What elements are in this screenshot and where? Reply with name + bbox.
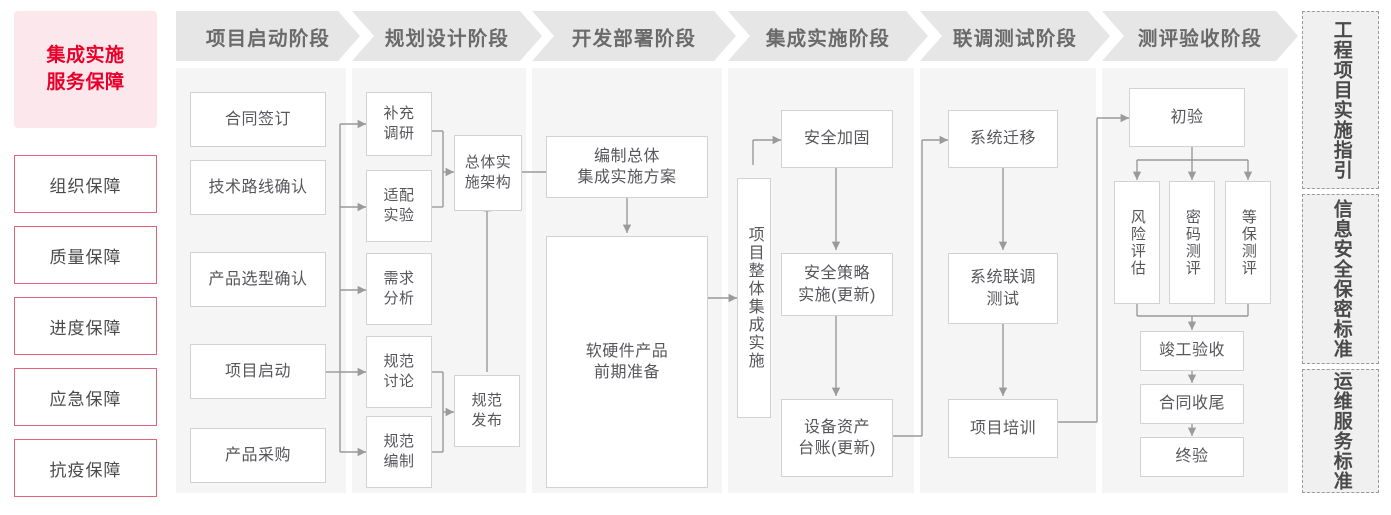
node-preliminary-acceptance-label: 初验 [1170,108,1204,126]
node-requirement-analysis[interactable]: 需求 分析 [366,253,432,325]
node-risk-assessment[interactable]: 风险评估 [1114,181,1160,304]
node-supplementary-research[interactable]: 补充 调研 [366,92,432,156]
node-requirement-analysis-label: 需求 分析 [383,270,415,307]
stage-header-acceptance-label: 测评验收阶段 [1137,27,1263,50]
node-spec-discussion-label: 规范 讨论 [383,353,415,390]
stage-header-planning-label: 规划设计阶段 [384,27,510,50]
stage-header-integration-label: 集成实施阶段 [765,27,891,50]
stage-header-initiation[interactable]: 项目启动阶段 [176,11,360,61]
node-classified-protection-evaluation-label: 等保测评 [1239,208,1257,277]
node-contract-closeout-label: 合同收尾 [1158,395,1225,413]
guarantee-item-0[interactable]: 组织保障 [14,155,157,213]
node-project-training-label: 项目培训 [969,419,1036,437]
node-risk-assessment-label: 风险评估 [1128,208,1146,277]
standard-panel-infosec-standard-label: 信息安全保密标准 [1330,199,1352,359]
node-project-kickoff-label: 项目启动 [224,362,291,380]
node-product-procurement-label: 产品采购 [224,446,291,464]
guarantee-item-1-label: 质量保障 [49,247,122,267]
guarantee-item-3[interactable]: 应急保障 [14,368,157,426]
node-spec-release-label: 规范 发布 [471,392,503,429]
node-security-hardening[interactable]: 安全加固 [781,110,893,168]
node-cryptography-evaluation-label: 密码测评 [1183,208,1201,277]
node-system-migration-label: 系统迁移 [969,130,1036,148]
node-preliminary-acceptance[interactable]: 初验 [1129,88,1245,147]
standard-panel-ops-service-standard[interactable]: 运维服务标准 [1302,369,1379,493]
node-security-policy-implementation-label: 安全策略 实施(更新) [798,265,876,304]
node-contract-signing[interactable]: 合同签订 [190,92,326,147]
stage-header-initiation-label: 项目启动阶段 [205,27,331,50]
guarantee-item-2[interactable]: 进度保障 [14,297,157,355]
node-adaptation-experiment[interactable]: 适配 实验 [366,170,432,242]
stage-header-development[interactable]: 开发部署阶段 [532,11,736,61]
standard-panel-engineering-guide-label: 工程项目实施指引 [1330,20,1352,180]
node-product-selection-confirm-label: 产品选型确认 [208,270,308,288]
stage-header-integration[interactable]: 集成实施阶段 [728,11,928,61]
stage-header-planning[interactable]: 规划设计阶段 [352,11,542,61]
node-product-selection-confirm[interactable]: 产品选型确认 [190,252,326,307]
node-final-acceptance[interactable]: 终验 [1140,437,1244,477]
guarantee-title-card: 集成实施 服务保障 [14,11,157,128]
node-contract-signing-label: 合同签订 [224,110,291,128]
stage-header-acceptance[interactable]: 测评验收阶段 [1102,11,1298,61]
stage-header-joint-test-label: 联调测试阶段 [952,27,1078,50]
node-project-training[interactable]: 项目培训 [948,399,1058,458]
node-adaptation-experiment-label: 适配 实验 [383,187,415,224]
standard-panel-ops-service-standard-label: 运维服务标准 [1330,371,1352,491]
node-spec-release[interactable]: 规范 发布 [454,375,520,447]
node-final-acceptance-label: 终验 [1175,448,1209,466]
node-system-migration[interactable]: 系统迁移 [948,110,1058,168]
stage-header-development-label: 开发部署阶段 [571,27,697,50]
node-project-kickoff[interactable]: 项目启动 [190,344,326,399]
stage-header-joint-test[interactable]: 联调测试阶段 [920,11,1110,61]
guarantee-title-text: 集成实施 服务保障 [46,44,125,93]
guarantee-item-1[interactable]: 质量保障 [14,226,157,284]
node-tech-route-confirm[interactable]: 技术路线确认 [190,160,326,215]
node-spec-drafting[interactable]: 规范 编制 [366,416,432,488]
node-hw-sw-preparation[interactable]: 软硬件产品 前期准备 [546,236,708,488]
node-supplementary-research-label: 补充 调研 [383,105,415,142]
node-spec-drafting-label: 规范 编制 [383,433,415,470]
node-tech-route-confirm-label: 技术路线确认 [208,178,308,196]
node-equipment-asset-ledger[interactable]: 设备资产 台账(更新) [781,399,893,477]
node-completion-acceptance[interactable]: 竣工验收 [1140,331,1244,371]
node-overall-project-integration[interactable]: 项目整体集成实施 [737,178,771,418]
node-cryptography-evaluation[interactable]: 密码测评 [1169,181,1215,304]
node-draft-overall-integration-plan[interactable]: 编制总体 集成实施方案 [546,136,708,198]
node-overall-implementation-architecture-label: 总体实 施架构 [464,154,512,191]
node-overall-implementation-architecture[interactable]: 总体实 施架构 [454,135,522,211]
node-overall-project-integration-label: 项目整体集成实施 [745,226,763,370]
node-system-joint-test[interactable]: 系统联调 测试 [948,253,1058,324]
node-hw-sw-preparation-label: 软硬件产品 前期准备 [585,342,669,381]
guarantee-item-2-label: 进度保障 [49,318,122,338]
node-contract-closeout[interactable]: 合同收尾 [1140,384,1244,424]
guarantee-item-4[interactable]: 抗疫保障 [14,439,157,497]
guarantee-item-4-label: 抗疫保障 [49,460,122,480]
standard-panel-infosec-standard[interactable]: 信息安全保密标准 [1302,194,1379,364]
guarantee-item-0-label: 组织保障 [49,176,122,196]
guarantee-item-3-label: 应急保障 [49,389,122,409]
node-security-policy-implementation[interactable]: 安全策略 实施(更新) [781,253,893,316]
node-draft-overall-integration-plan-label: 编制总体 集成实施方案 [577,147,677,186]
node-system-joint-test-label: 系统联调 测试 [969,269,1036,308]
standard-panel-engineering-guide[interactable]: 工程项目实施指引 [1302,11,1379,189]
node-classified-protection-evaluation[interactable]: 等保测评 [1225,181,1271,304]
node-product-procurement[interactable]: 产品采购 [190,428,326,483]
node-security-hardening-label: 安全加固 [803,130,870,148]
node-equipment-asset-ledger-label: 设备资产 台账(更新) [798,418,876,457]
node-completion-acceptance-label: 竣工验收 [1158,342,1225,360]
node-spec-discussion[interactable]: 规范 讨论 [366,336,432,408]
